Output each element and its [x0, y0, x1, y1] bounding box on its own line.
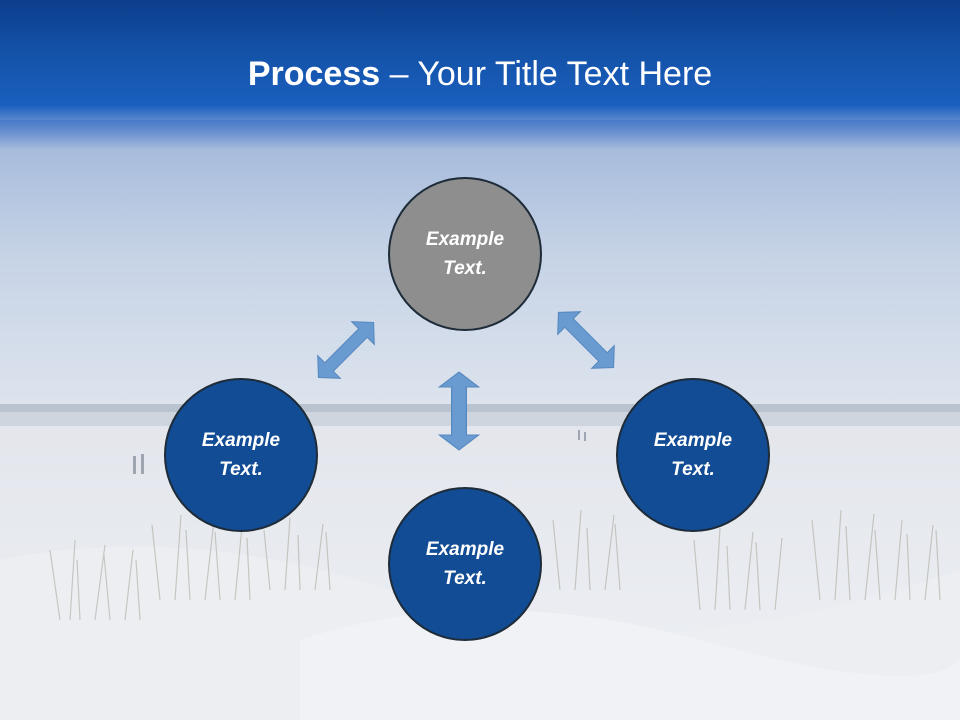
node-top-line1: Example: [425, 229, 505, 250]
process-node-bottom-label: Example Text.: [410, 535, 520, 593]
title-placeholder-text: Your Title Text Here: [417, 55, 713, 93]
node-right-line1: Example: [653, 430, 733, 451]
node-right-line2: Text.: [671, 459, 715, 480]
arrow-top-left[interactable]: [306, 310, 386, 390]
slide-title[interactable]: Process – Your Title Text Here: [0, 52, 960, 96]
node-bottom-line2: Text.: [443, 568, 487, 589]
arrow-vertical-center[interactable]: [438, 371, 480, 451]
node-bottom-line1: Example: [425, 539, 505, 560]
node-top-line2: Text.: [443, 258, 487, 279]
node-left-line2: Text.: [219, 459, 263, 480]
process-node-bottom[interactable]: Example Text.: [388, 487, 542, 641]
process-node-left[interactable]: Example Text.: [164, 378, 318, 532]
arrow-top-right[interactable]: [546, 300, 626, 380]
title-bold-word: Process: [247, 55, 381, 93]
process-node-top-label: Example Text.: [410, 225, 520, 283]
process-node-right-label: Example Text.: [638, 426, 748, 484]
process-node-left-label: Example Text.: [186, 426, 296, 484]
title-band: [0, 0, 960, 150]
title-separator: –: [380, 55, 418, 93]
node-left-line1: Example: [201, 430, 281, 451]
process-node-top[interactable]: Example Text.: [388, 177, 542, 331]
process-node-right[interactable]: Example Text.: [616, 378, 770, 532]
